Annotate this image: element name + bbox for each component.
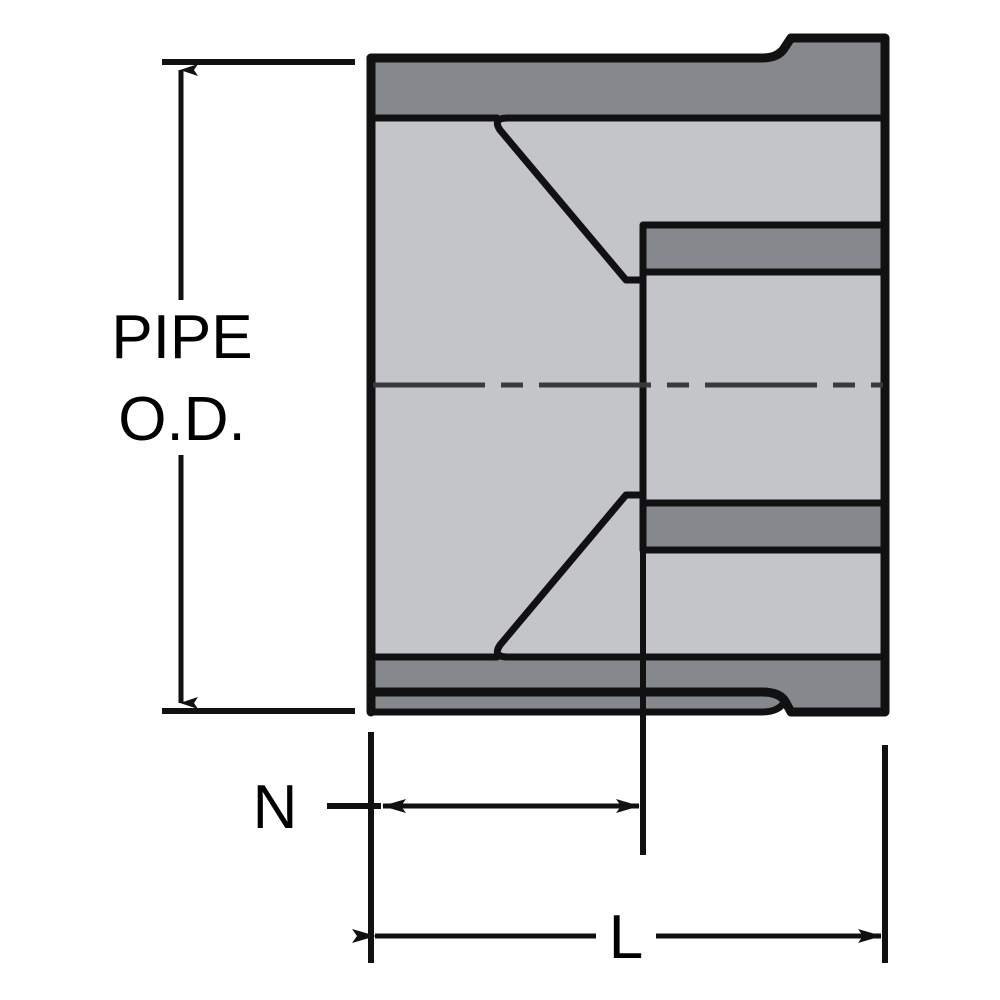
socket-cavity-upper [493,114,889,284]
body-outline [366,33,890,717]
socket-cavity-lower [493,491,889,661]
pipe-od-label-line1: PIPE [111,303,252,372]
l-label: L [609,903,643,972]
n-label: N [253,773,298,842]
dimension-pipe-od: PIPE O.D. [111,59,355,714]
dimension-n: N [253,519,646,963]
dimension-l: L [352,745,888,972]
pipe-od-label-line2: O.D. [118,385,245,454]
fitting-body-group [366,33,890,717]
